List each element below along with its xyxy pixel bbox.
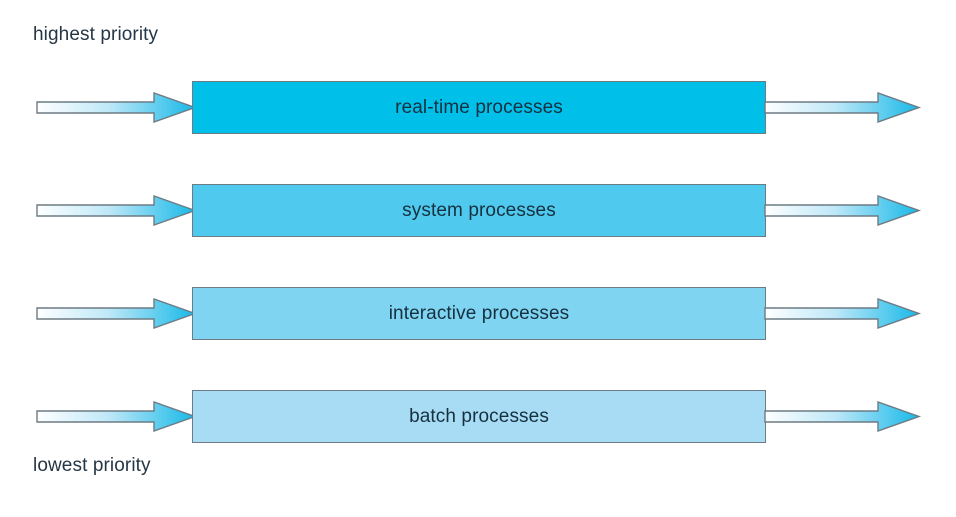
queue-box-real-time[interactable]: real-time processes bbox=[192, 81, 766, 134]
queue-box-label: system processes bbox=[402, 199, 556, 221]
queue-box-system[interactable]: system processes bbox=[192, 184, 766, 237]
queue-out-arrow-icon bbox=[764, 401, 922, 432]
queue-box-interactive[interactable]: interactive processes bbox=[192, 287, 766, 340]
lowest-priority-label: lowest priority bbox=[33, 455, 151, 476]
queue-row: batch processes bbox=[0, 390, 956, 446]
queue-box-label: interactive processes bbox=[388, 302, 570, 324]
queue-row: interactive processes bbox=[0, 287, 956, 343]
queue-box-label: real-time processes bbox=[395, 96, 563, 118]
queue-box-label: batch processes bbox=[409, 405, 549, 427]
queue-in-arrow-icon bbox=[36, 195, 198, 226]
queue-in-arrow-icon bbox=[36, 92, 198, 123]
queue-in-arrow-icon bbox=[36, 298, 198, 329]
queue-in-arrow-icon bbox=[36, 401, 198, 432]
queue-out-arrow-icon bbox=[764, 195, 922, 226]
highest-priority-label: highest priority bbox=[33, 24, 159, 45]
queue-out-arrow-icon bbox=[764, 298, 922, 329]
queue-row: system processes bbox=[0, 184, 956, 240]
queue-row: real-time processes bbox=[0, 81, 956, 137]
queue-out-arrow-icon bbox=[764, 92, 922, 123]
queue-box-batch[interactable]: batch processes bbox=[192, 390, 766, 443]
